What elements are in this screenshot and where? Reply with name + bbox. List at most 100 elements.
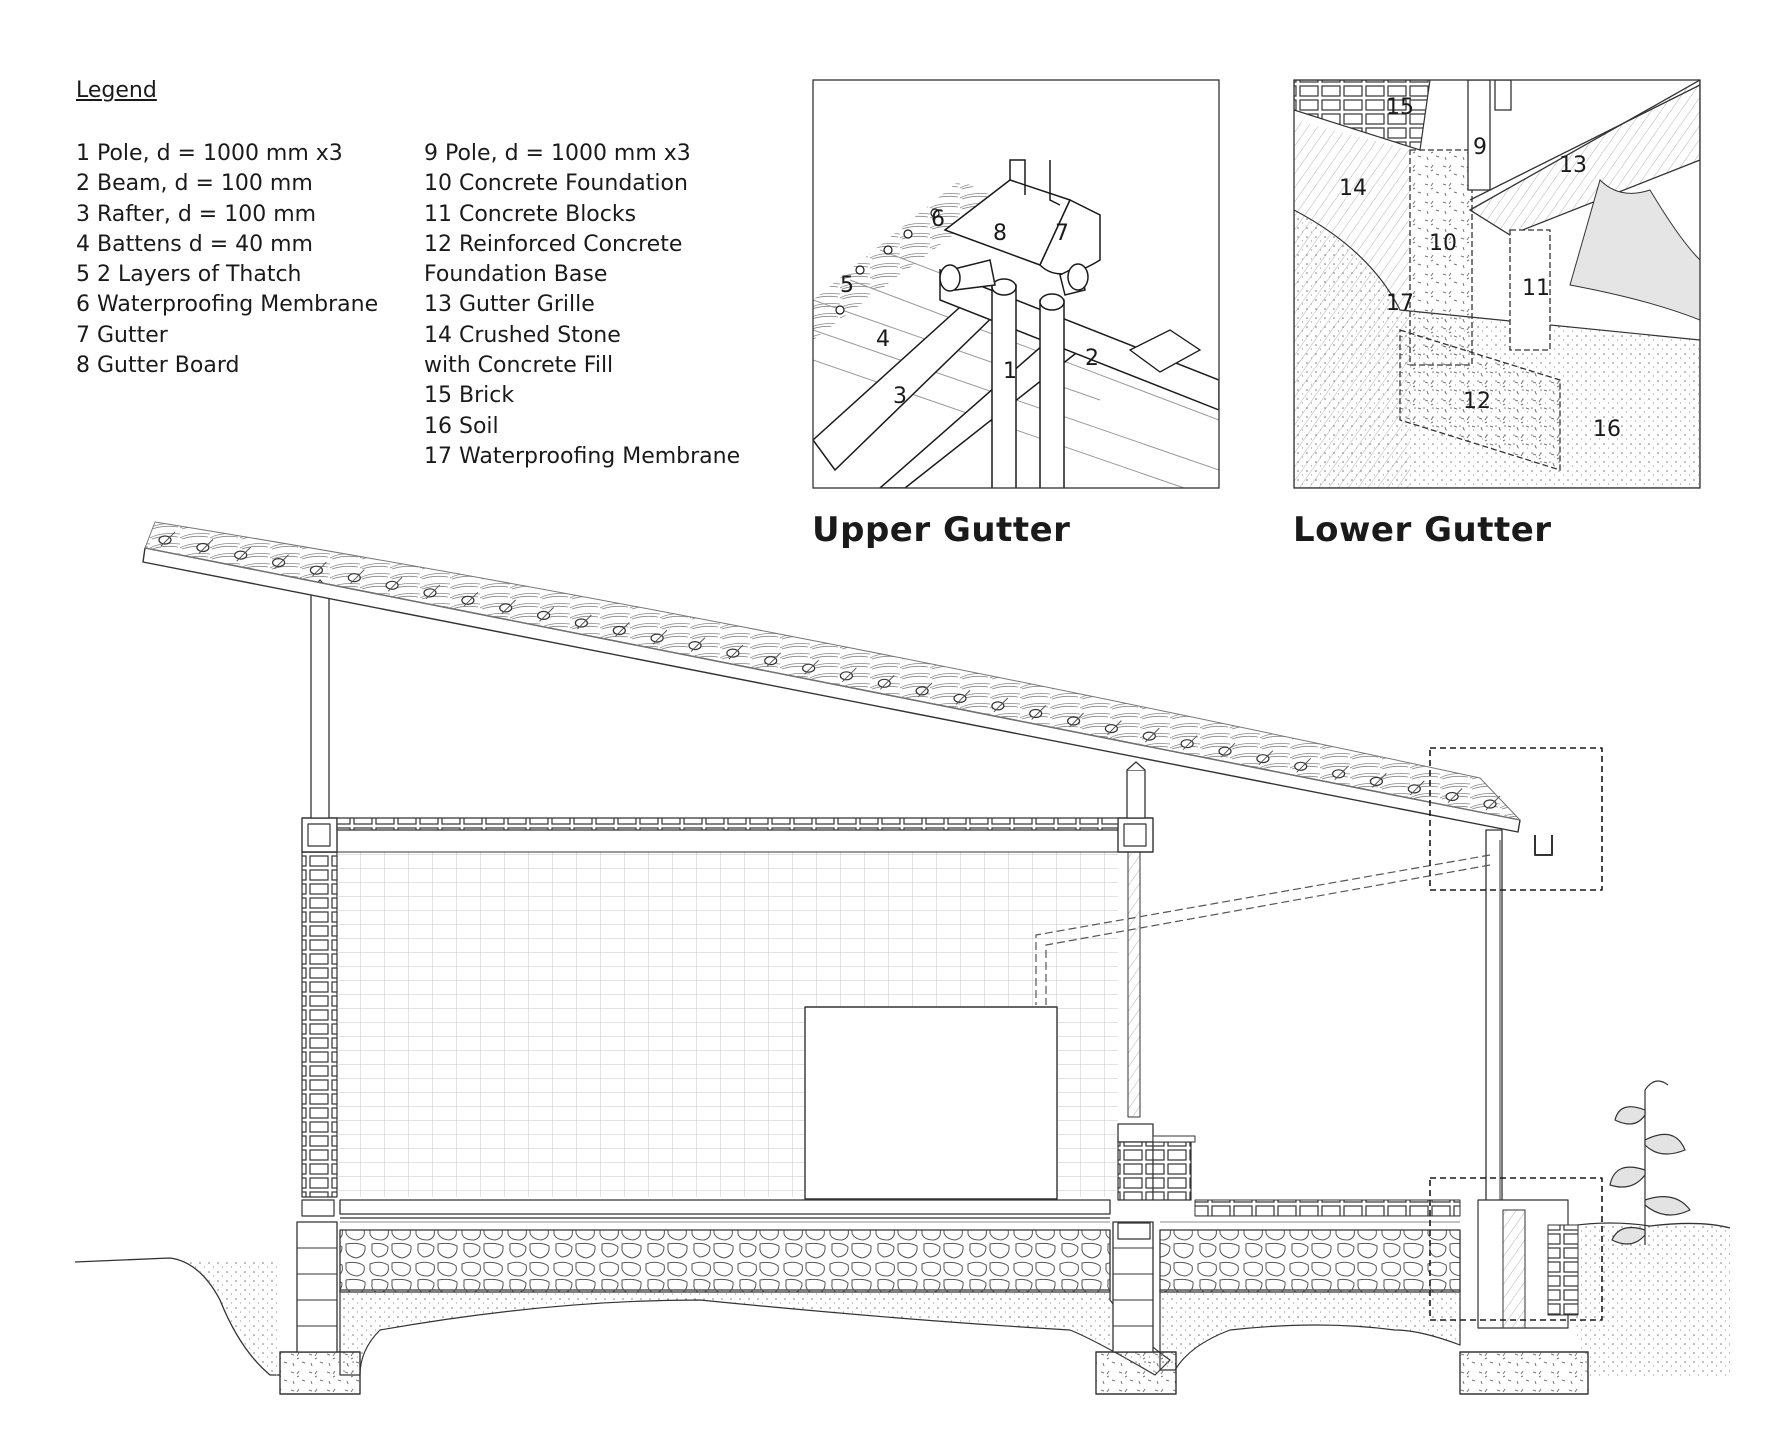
plant-illustration: [1609, 1080, 1691, 1245]
batten-section: [1294, 761, 1308, 771]
legend-item: Foundation Base: [424, 262, 608, 288]
lower-label-9: 9: [1473, 135, 1487, 160]
lower-gutter-detail: 9 10 11 12 13 14 15 16 17: [1293, 79, 1701, 489]
thatch-stroke: [993, 697, 1009, 713]
thatch-stroke: [1296, 757, 1312, 773]
batten-section: [839, 671, 854, 681]
thatch-stroke: [917, 682, 933, 698]
legend-item: 10 Concrete Foundation: [424, 171, 688, 197]
lower-label-17: 17: [1386, 291, 1414, 316]
batten-section: [385, 580, 399, 590]
legend-item: 4 Battens d = 40 mm: [76, 231, 313, 257]
thatch-stroke: [236, 546, 252, 562]
legend-right-column: 9 Pole, d = 1000 mm x3 10 Concrete Found…: [424, 139, 740, 472]
legend-item: 17 Waterproofing Membrane: [424, 443, 741, 469]
thatch-stroke: [1144, 727, 1160, 743]
legend-item: 12 Reinforced Concrete: [424, 231, 683, 257]
thatch-stroke: [1334, 765, 1349, 781]
legend-item: 16 Soil: [424, 413, 499, 439]
upper-label-3: 3: [893, 384, 907, 409]
upper-gutter-title: Upper Gutter: [812, 510, 1071, 550]
batten-section: [196, 542, 210, 553]
batten-section: [461, 595, 475, 605]
legend-title: Legend: [76, 78, 157, 103]
batten-section: [764, 656, 778, 666]
thatch-stroke: [766, 652, 782, 668]
batten-section: [650, 633, 664, 643]
thatch-stroke: [1182, 735, 1198, 751]
upper-label-1: 1: [1003, 359, 1017, 384]
thatch-stroke: [1107, 720, 1122, 735]
batten-section: [1066, 716, 1081, 726]
thatch-stroke: [1372, 773, 1387, 788]
batten-section: [726, 648, 740, 658]
lower-label-15: 15: [1386, 95, 1414, 120]
batten-section: [1029, 708, 1043, 719]
thatch-stroke: [1220, 742, 1236, 758]
legend-item: 15 Brick: [424, 383, 515, 409]
lower-label-11: 11: [1522, 276, 1550, 301]
thatch-stroke: [577, 614, 592, 630]
thatch-stroke: [198, 539, 214, 554]
legend-left-column: 1 Pole, d = 1000 mm x3 2 Beam, d = 100 m…: [76, 139, 378, 381]
batten-section: [309, 565, 323, 575]
lower-gutter-title: Lower Gutter: [1293, 510, 1552, 550]
legend-item: 14 Crushed Stone: [424, 322, 621, 348]
batten-section: [1407, 784, 1421, 794]
batten-section: [877, 678, 891, 688]
batten-section: [347, 573, 361, 583]
batten-section: [1256, 754, 1270, 764]
batten-section: [1483, 799, 1497, 809]
batten-section: [536, 610, 551, 621]
thatch-stroke: [690, 637, 706, 652]
thatch-stroke: [349, 569, 365, 585]
thatch-stroke: [842, 667, 857, 683]
lower-label-16: 16: [1593, 417, 1621, 442]
thatch-stroke: [160, 531, 176, 547]
legend-item: 3 Rafter, d = 100 mm: [76, 201, 317, 227]
batten-section: [688, 640, 702, 651]
batten-section: [272, 557, 286, 568]
batten-section: [953, 693, 967, 704]
upper-label-5: 5: [840, 273, 854, 298]
batten-section: [499, 603, 513, 613]
thatch-stroke: [539, 607, 554, 622]
thatch-stroke: [879, 674, 895, 690]
thatch-stroke: [1485, 795, 1501, 811]
legend-item: 8 Gutter Board: [76, 353, 240, 379]
batten-section: [1104, 723, 1119, 734]
thatch-stroke: [274, 554, 289, 569]
roof-battens: [158, 531, 1501, 811]
batten-section: [574, 618, 589, 628]
batten-section: [234, 550, 248, 560]
thatch-stroke: [312, 561, 327, 577]
lower-label-14: 14: [1339, 176, 1367, 201]
thatch-stroke: [728, 644, 744, 660]
batten-section: [1142, 731, 1156, 741]
thatch-stroke: [463, 591, 479, 607]
thatch-stroke: [387, 576, 403, 592]
upper-label-8: 8: [993, 221, 1007, 246]
thatch-stroke: [652, 629, 668, 645]
batten-section: [991, 701, 1005, 711]
upper-label-4: 4: [876, 327, 890, 352]
main-section: [74, 521, 1731, 1395]
legend-item: 11 Concrete Blocks: [424, 201, 637, 227]
legend-item: 6 Waterproofing Membrane: [76, 292, 379, 318]
batten-section: [1180, 739, 1194, 749]
batten-section: [801, 663, 816, 673]
thatch-stroke: [1031, 705, 1047, 720]
lower-label-13: 13: [1559, 153, 1587, 178]
legend-item: 13 Gutter Grille: [424, 292, 595, 318]
batten-section: [1331, 769, 1346, 779]
batten-section: [1218, 746, 1232, 756]
batten-section: [612, 625, 626, 636]
legend-item: 1 Pole, d = 1000 mm x3: [76, 141, 343, 166]
thatch-stroke: [501, 599, 517, 615]
batten-section: [423, 588, 437, 598]
thatch-stroke: [804, 659, 819, 675]
upper-label-2: 2: [1085, 346, 1099, 371]
batten-section: [1445, 791, 1459, 802]
upper-gutter-detail: 1 2 3 4 5 6 7 8: [812, 79, 1220, 489]
